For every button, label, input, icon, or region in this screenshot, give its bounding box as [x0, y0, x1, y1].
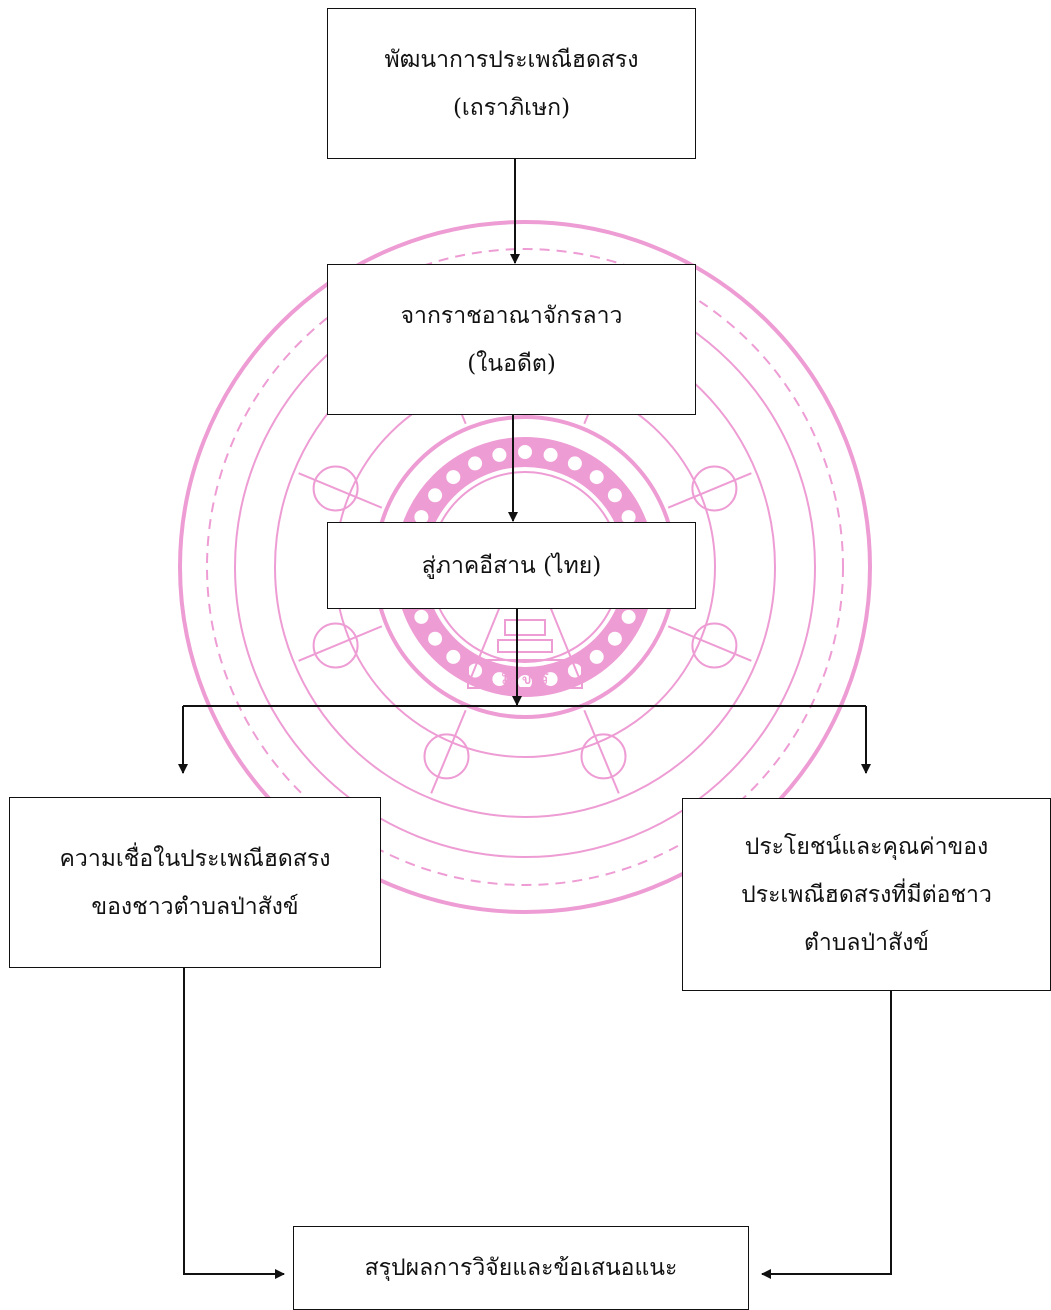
seal-spoke	[298, 622, 383, 669]
seal-spoke	[667, 465, 752, 512]
edge-benefits-conclusion	[761, 991, 892, 1279]
seal-dot	[444, 468, 463, 487]
seal-spoke	[423, 709, 470, 794]
seal-spoke	[667, 622, 752, 669]
seal-monogram: ม จ ร	[501, 665, 550, 689]
seal-dot	[565, 454, 584, 473]
node-laos-line-1: จากราชอาณาจักรลาว	[400, 302, 623, 329]
node-beliefs-line-1: ความเชื่อในประเพณีฮดสรง	[59, 845, 331, 872]
seal-dot	[541, 445, 560, 464]
seal-spoke	[580, 709, 627, 794]
node-origin: พัฒนาการประเพณีฮดสรง (เถราภิเษก)	[327, 8, 696, 159]
seal-dot	[605, 629, 624, 648]
node-benefits-line-1: ประโยชน์และคุณค่าของ	[744, 833, 989, 860]
node-beliefs: ความเชื่อในประเพณีฮดสรง ของชาวตำบลป่าสัง…	[9, 797, 381, 968]
seal-dot	[490, 445, 509, 464]
seal-dot	[444, 647, 463, 666]
node-benefits-line-3: ตำบลป่าสังข์	[803, 929, 930, 956]
seal-dot	[605, 486, 624, 505]
node-laos-line-2: (ในอดีต)	[467, 350, 556, 377]
node-benefits-line-2: ประเพณีฮดสรงที่มีต่อชาว	[741, 881, 992, 908]
seal-spoke	[298, 465, 383, 512]
node-origin-line-2: (เถราภิเษก)	[452, 94, 571, 121]
seal-dot	[426, 486, 445, 505]
seal-dot	[587, 468, 606, 487]
node-laos: จากราชอาณาจักรลาว (ในอดีต)	[327, 264, 696, 415]
node-origin-line-1: พัฒนาการประเพณีฮดสรง	[384, 46, 639, 73]
seal-dot	[426, 629, 445, 648]
node-beliefs-line-2: ของชาวตำบลป่าสังข์	[91, 893, 299, 920]
node-isan: สู่ภาคอีสาน (ไทย)	[327, 522, 696, 609]
seal-dot	[516, 443, 534, 461]
seal-dot	[466, 454, 485, 473]
seal-dot	[587, 647, 606, 666]
node-conclusion: สรุปผลการวิจัยและข้อเสนอแนะ	[293, 1226, 749, 1310]
edge-beliefs-conclusion	[183, 968, 285, 1279]
node-benefits: ประโยชน์และคุณค่าของ ประเพณีฮดสรงที่มีต่…	[682, 798, 1051, 991]
node-isan-line-1: สู่ภาคอีสาน (ไทย)	[421, 552, 602, 579]
node-conclusion-line-1: สรุปผลการวิจัยและข้อเสนอแนะ	[364, 1255, 678, 1281]
